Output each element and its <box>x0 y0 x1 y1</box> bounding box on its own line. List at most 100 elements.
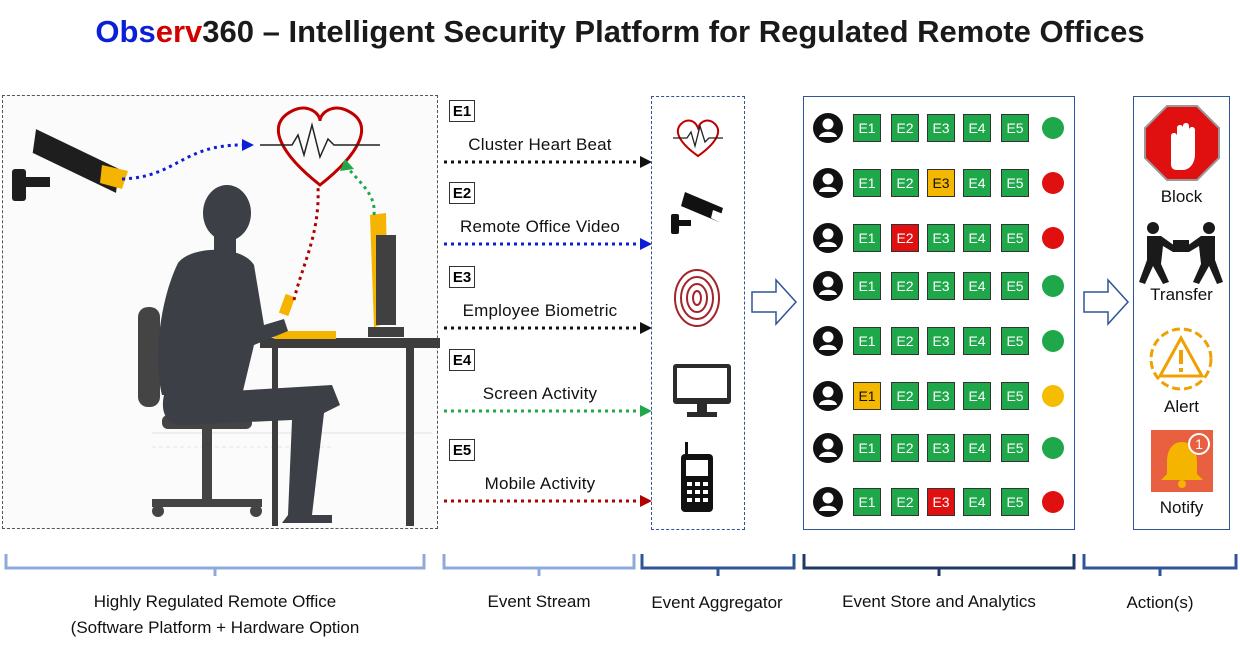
user-avatar-icon <box>813 223 843 253</box>
event-cell: E2 <box>891 272 919 300</box>
label-actions: Action(s) <box>1126 593 1194 612</box>
event-cell: E4 <box>963 272 991 300</box>
flow-arrow-icon <box>1083 278 1130 326</box>
fingerprint-icon <box>674 269 720 327</box>
event-cell: E5 <box>1001 114 1029 142</box>
event-cell: E4 <box>963 382 991 410</box>
event-id-badge: E3 <box>449 266 475 288</box>
user-avatar-icon <box>813 113 843 143</box>
user-avatar-icon <box>813 381 843 411</box>
event-cell: E1 <box>853 434 881 462</box>
label-office-line1: Highly Regulated Remote Office <box>93 592 337 611</box>
event-cell: E4 <box>963 169 991 197</box>
event-cell: E3 <box>927 224 955 252</box>
event-cell: E3 <box>927 114 955 142</box>
heartbeat-icon <box>673 119 723 158</box>
event-cell: E2 <box>891 114 919 142</box>
heartbeat-illustration <box>260 106 380 187</box>
notification-badge: 1 <box>1195 436 1203 452</box>
event-cell: E5 <box>1001 382 1029 410</box>
event-id-badge: E4 <box>449 349 475 371</box>
event-cell: E5 <box>1001 224 1029 252</box>
status-indicator <box>1042 275 1064 297</box>
page-title: Observ360 – Intelligent Security Platfor… <box>0 14 1240 50</box>
event-cell: E5 <box>1001 327 1029 355</box>
event-cell: E2 <box>891 327 919 355</box>
event-stream-arrow <box>444 495 652 507</box>
event-stream-arrow <box>444 238 652 250</box>
action-label-block: Block <box>1160 187 1203 206</box>
event-cell: E2 <box>891 382 919 410</box>
event-stream-label: Remote Office Video <box>459 217 621 236</box>
event-id-badge: E2 <box>449 182 475 204</box>
label-office-line2: (Software Platform + Hardware Option <box>70 618 360 637</box>
user-avatar-icon <box>813 487 843 517</box>
brand-360: 360 <box>202 14 254 49</box>
event-cell: E4 <box>963 114 991 142</box>
event-cell: E3 <box>927 382 955 410</box>
handover-icon <box>1139 222 1223 284</box>
event-cell: E4 <box>963 434 991 462</box>
event-cell: E5 <box>1001 434 1029 462</box>
stop-hand-icon <box>1144 105 1220 181</box>
event-cell: E2 <box>891 488 919 516</box>
event-cell: E5 <box>1001 272 1029 300</box>
flow-arrow-icon <box>751 278 798 326</box>
event-stream-arrow <box>444 156 652 168</box>
event-aggregator-panel <box>651 96 745 530</box>
user-avatar-icon <box>813 168 843 198</box>
label-event-aggregator: Event Aggregator <box>651 593 783 612</box>
user-avatar-icon <box>813 433 843 463</box>
event-stream-label: Employee Biometric <box>462 301 618 320</box>
event-cell: E3 <box>927 327 955 355</box>
event-cell: E2 <box>891 224 919 252</box>
title-rest: – Intelligent Security Platform for Regu… <box>254 14 1145 49</box>
event-cell: E3 <box>927 272 955 300</box>
event-stream-arrow <box>444 322 652 334</box>
event-cell: E4 <box>963 488 991 516</box>
event-cell: E2 <box>891 434 919 462</box>
event-id-badge: E1 <box>449 100 475 122</box>
section-brackets <box>4 554 1238 576</box>
event-cell: E3 <box>927 488 955 516</box>
event-cell: E3 <box>927 169 955 197</box>
event-stream-label: Mobile Activity <box>484 474 596 493</box>
status-indicator <box>1042 491 1064 513</box>
event-cell: E1 <box>853 224 881 252</box>
camera-icon <box>671 192 723 234</box>
event-id-badge: E5 <box>449 439 475 461</box>
status-indicator <box>1042 227 1064 249</box>
brand-obs: Obs <box>95 14 156 49</box>
event-cell: E1 <box>853 114 881 142</box>
aggregator-icons <box>671 119 731 512</box>
mobile-phone-icon <box>681 442 713 512</box>
event-store-panel <box>803 96 1075 530</box>
label-event-stream: Event Stream <box>487 592 591 611</box>
notification-bell-icon: 1 <box>1151 430 1213 492</box>
event-stream-label: Screen Activity <box>482 384 598 403</box>
event-cell: E1 <box>853 488 881 516</box>
event-cell: E4 <box>963 327 991 355</box>
label-event-store: Event Store and Analytics <box>842 592 1036 611</box>
security-camera-icon <box>12 129 128 201</box>
status-indicator <box>1042 117 1064 139</box>
actions-panel <box>1133 96 1230 530</box>
brand-erv: erv <box>155 14 203 49</box>
action-label-notify: Notify <box>1159 498 1204 517</box>
action-label-alert: Alert <box>1164 397 1199 416</box>
status-indicator <box>1042 330 1064 352</box>
event-cell: E2 <box>891 169 919 197</box>
event-cell: E5 <box>1001 488 1029 516</box>
employee-silhouette <box>157 185 340 523</box>
warning-icon <box>1149 327 1213 391</box>
event-stream-label: Cluster Heart Beat <box>468 135 612 154</box>
remote-office-illustration <box>12 106 440 526</box>
event-cell: E1 <box>853 169 881 197</box>
status-indicator <box>1042 172 1064 194</box>
event-cell: E3 <box>927 434 955 462</box>
user-avatar-icon <box>813 326 843 356</box>
user-avatar-icon <box>813 271 843 301</box>
status-indicator <box>1042 437 1064 459</box>
event-cell: E1 <box>853 327 881 355</box>
status-indicator <box>1042 385 1064 407</box>
